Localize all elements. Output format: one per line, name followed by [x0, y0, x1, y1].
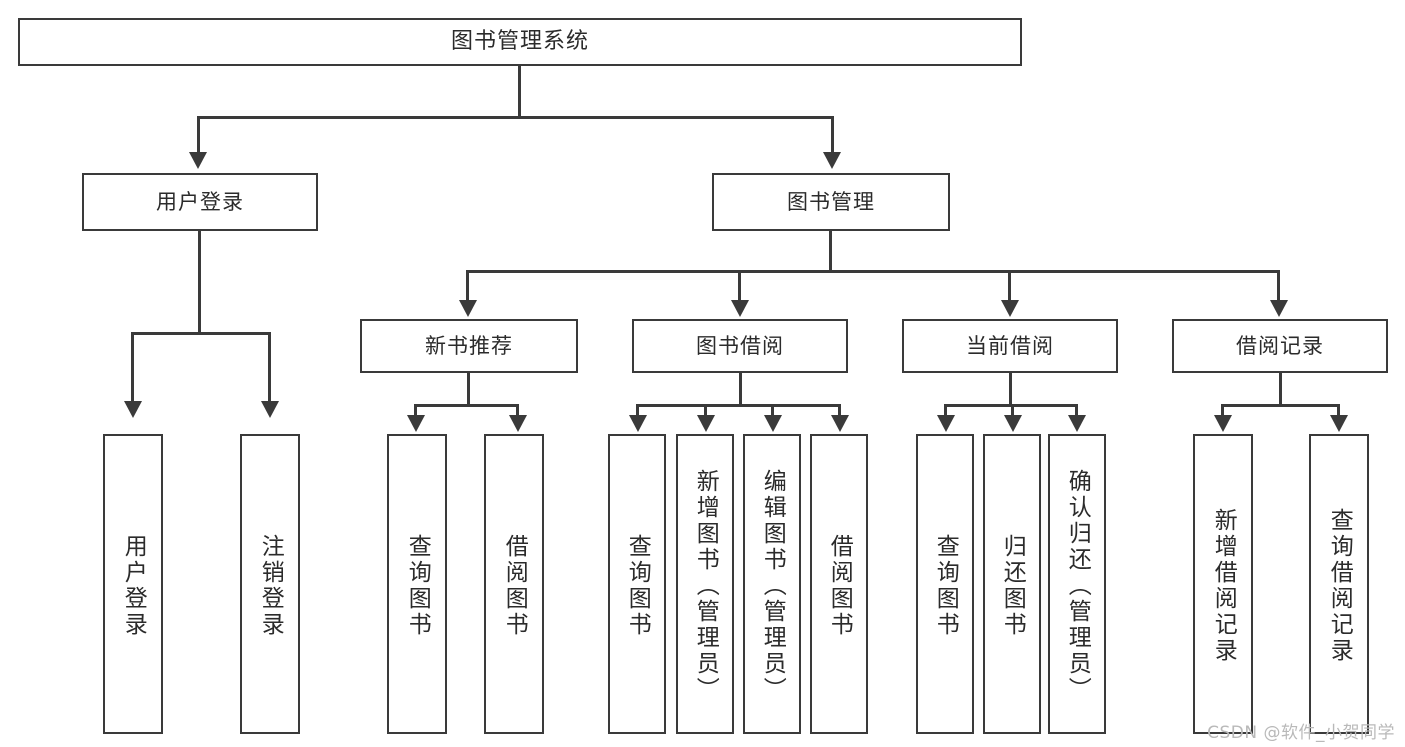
connector-level2-drop-3: [1008, 270, 1011, 302]
leaf-query-book-current[interactable]: 查询图书: [916, 434, 974, 734]
arrow-to-leaf-query-book-3: [937, 415, 955, 432]
leaf-user-login[interactable]: 用户登录: [103, 434, 163, 734]
node-label: 查询借阅记录: [1326, 508, 1353, 664]
node-label: 图书借阅: [696, 333, 784, 358]
connector-new-book-stem: [467, 373, 470, 406]
leaf-add-book-admin[interactable]: 新增图书（管理员）: [676, 434, 734, 734]
node-root-system[interactable]: 图书管理系统: [18, 18, 1022, 66]
node-label: 查询图书: [404, 534, 431, 638]
leaf-query-book-borrow[interactable]: 查询图书: [608, 434, 666, 734]
leaf-borrow-book[interactable]: 借阅图书: [810, 434, 868, 734]
arrow-root-to-book-manage: [823, 152, 841, 169]
connector-user-login-stem: [198, 231, 201, 335]
node-label: 当前借阅: [966, 333, 1054, 358]
node-label: 确认归还（管理员）: [1064, 469, 1091, 703]
node-label: 新书推荐: [425, 333, 513, 358]
node-new-book-recommend[interactable]: 新书推荐: [360, 319, 578, 373]
leaf-confirm-return-admin[interactable]: 确认归还（管理员）: [1048, 434, 1106, 734]
connector-current-borrow-stem: [1009, 373, 1012, 406]
connector-root-stem: [518, 66, 521, 116]
connector-user-login-drop-2: [268, 332, 271, 404]
connector-book-borrow-drop-3: [771, 404, 774, 418]
connector-level2-drop-4: [1277, 270, 1280, 302]
arrow-to-borrow-record: [1270, 300, 1288, 317]
node-current-borrow[interactable]: 当前借阅: [902, 319, 1118, 373]
arrow-to-book-borrow: [731, 300, 749, 317]
node-label: 新增借阅记录: [1210, 508, 1237, 664]
arrow-to-leaf-query-book-2: [629, 415, 647, 432]
leaf-edit-book-admin[interactable]: 编辑图书（管理员）: [743, 434, 801, 734]
connector-book-borrow-drop-2: [704, 404, 707, 418]
connector-user-login-bus: [131, 332, 270, 335]
connector-borrow-record-stem: [1279, 373, 1282, 406]
connector-level2-drop-1: [466, 270, 469, 302]
arrow-to-leaf-borrow-book-2: [831, 415, 849, 432]
leaf-logout[interactable]: 注销登录: [240, 434, 300, 734]
connector-book-manage-stem: [829, 231, 832, 273]
connector-current-borrow-drop-1: [944, 404, 947, 418]
connector-borrow-record-bus: [1221, 404, 1339, 407]
connector-borrow-record-drop-1: [1221, 404, 1224, 418]
leaf-query-book-recommend[interactable]: 查询图书: [387, 434, 447, 734]
leaf-add-borrow-record[interactable]: 新增借阅记录: [1193, 434, 1253, 734]
arrow-to-leaf-add-book: [697, 415, 715, 432]
arrow-to-leaf-user-login: [124, 401, 142, 418]
node-label: 图书管理: [787, 189, 875, 214]
csdn-watermark: CSDN @软件_小贺同学: [1207, 723, 1395, 743]
arrow-to-leaf-edit-book: [764, 415, 782, 432]
connector-book-borrow-drop-4: [838, 404, 841, 418]
node-label: 用户登录: [156, 189, 244, 214]
leaf-borrow-book-recommend[interactable]: 借阅图书: [484, 434, 544, 734]
node-book-manage[interactable]: 图书管理: [712, 173, 950, 231]
connector-new-book-drop-1: [414, 404, 417, 418]
arrow-to-leaf-add-record: [1214, 415, 1232, 432]
leaf-query-borrow-record[interactable]: 查询借阅记录: [1309, 434, 1369, 734]
connector-user-login-drop-1: [131, 332, 134, 404]
connector-root-drop-book-manage: [831, 116, 834, 154]
arrow-to-leaf-query-record: [1330, 415, 1348, 432]
connector-level2-drop-2: [738, 270, 741, 302]
connector-new-book-drop-2: [516, 404, 519, 418]
arrow-to-leaf-borrow-book-1: [509, 415, 527, 432]
arrow-to-leaf-query-book-1: [407, 415, 425, 432]
node-label: 查询图书: [932, 534, 959, 638]
node-label: 借阅图书: [501, 534, 528, 638]
arrow-root-to-user-login: [189, 152, 207, 169]
node-label: 编辑图书（管理员）: [759, 469, 786, 703]
node-book-borrow[interactable]: 图书借阅: [632, 319, 848, 373]
node-label: 借阅记录: [1236, 333, 1324, 358]
node-user-login[interactable]: 用户登录: [82, 173, 318, 231]
arrow-to-leaf-logout: [261, 401, 279, 418]
node-label: 新增图书（管理员）: [692, 469, 719, 703]
node-label: 借阅图书: [826, 534, 853, 638]
arrow-to-leaf-return-book: [1004, 415, 1022, 432]
arrow-to-current-borrow: [1001, 300, 1019, 317]
node-label: 归还图书: [999, 534, 1026, 638]
arrow-to-leaf-confirm-return: [1068, 415, 1086, 432]
connector-current-borrow-drop-3: [1075, 404, 1078, 418]
connector-root-drop-user-login: [197, 116, 200, 154]
node-label: 注销登录: [257, 534, 284, 638]
connector-book-borrow-stem: [739, 373, 742, 406]
connector-level2-bus: [466, 270, 1280, 273]
connector-root-bus: [197, 116, 834, 119]
connector-borrow-record-drop-2: [1337, 404, 1340, 418]
node-borrow-record[interactable]: 借阅记录: [1172, 319, 1388, 373]
node-label: 用户登录: [120, 534, 147, 638]
node-label: 查询图书: [624, 534, 651, 638]
arrow-to-new-book-recommend: [459, 300, 477, 317]
connector-book-borrow-bus: [636, 404, 841, 407]
leaf-return-book[interactable]: 归还图书: [983, 434, 1041, 734]
connector-book-borrow-drop-1: [636, 404, 639, 418]
connector-new-book-bus: [414, 404, 519, 407]
node-label: 图书管理系统: [450, 29, 589, 55]
connector-current-borrow-drop-2: [1011, 404, 1014, 418]
